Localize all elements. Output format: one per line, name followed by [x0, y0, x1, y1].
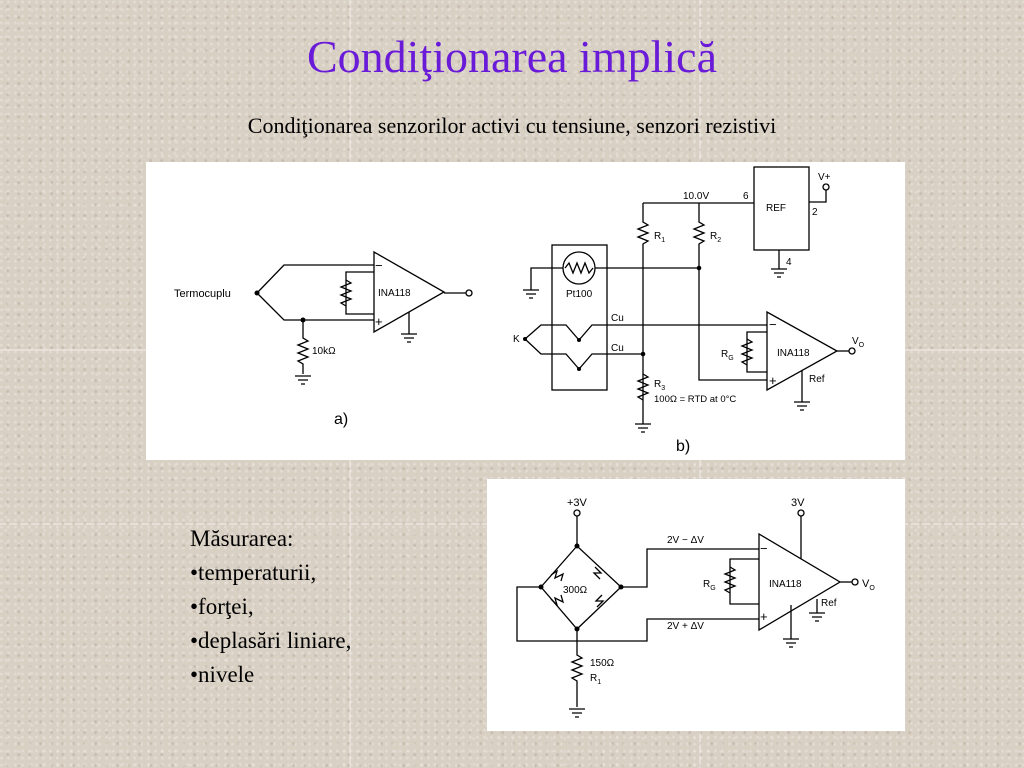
gain-resistor-c [723, 566, 737, 594]
vplus-wire [809, 190, 827, 203]
r1-value-label: 150Ω [590, 658, 615, 669]
amp-c-minus: − [760, 541, 768, 556]
slide-title: Condiţionarea implică [306, 31, 718, 82]
bridge-resistor-zigzags [550, 566, 605, 608]
vo-label-c: VO [862, 578, 875, 592]
thermocouple-wires [256, 264, 374, 321]
measurement-item: •forţei, [190, 594, 254, 619]
r1-label-c: R1 [590, 673, 601, 686]
pt100-ground-icon [523, 289, 539, 299]
ref-block [753, 166, 810, 251]
amp-a-label: INA118 [378, 288, 411, 299]
gain-resistor-b-wire [746, 331, 767, 373]
resistor-r3 [636, 373, 650, 401]
circuit-a: Termocuplu − + INA118 10kΩ a) [174, 250, 473, 428]
r1-ground-icon [569, 708, 585, 718]
pt100-box [551, 244, 608, 391]
resistor-10k-label: 10kΩ [312, 346, 336, 357]
amp-supply-label: 3V [791, 497, 805, 509]
output-a-terminal [465, 289, 473, 297]
measurement-heading: Măsurarea: [190, 526, 294, 551]
resistor-r1 [636, 203, 650, 424]
top-signal-label: 2V − ΔV [667, 535, 704, 546]
slide-subtitle: Condiţionarea senzorilor activi cu tensi… [247, 113, 777, 138]
vo-label-b: VO [852, 336, 865, 349]
amp-a-minus: − [375, 258, 383, 273]
ref-pin6: 6 [743, 191, 749, 202]
amp-b-label: INA118 [777, 348, 810, 359]
voltage-label: 10.0V [683, 191, 709, 202]
bridge-node-top [574, 543, 580, 549]
r3-label: R3 [654, 379, 665, 392]
pt100-ground-wire [530, 267, 563, 290]
circuit-diagram-ab: Termocuplu − + INA118 10kΩ a) 10.0V 6 [174, 166, 865, 455]
measurement-item: •temperaturii, [190, 560, 317, 585]
ina118-amp-c [758, 532, 842, 632]
amp-b-minus: − [769, 317, 777, 332]
vplus-label: V+ [818, 172, 831, 183]
bridge-right-wire [621, 548, 759, 588]
measurement-item: •deplasări liniare, [190, 628, 352, 653]
ref-pin-label-c: Ref [821, 598, 837, 609]
rg-label-b: RG [721, 349, 734, 362]
amp-b-ground-icon [794, 401, 810, 411]
r3-ground-icon [635, 423, 651, 433]
ref-pin-label-b: Ref [809, 374, 825, 385]
amp-c-ground-icon [783, 638, 799, 648]
cu-junction-2 [577, 367, 581, 371]
pt100-label: Pt100 [566, 289, 593, 300]
bridge-supply-label: +3V [567, 497, 588, 509]
ref-ground-icon [771, 268, 787, 278]
ref-c-ground-icon [809, 612, 825, 622]
circuit-panel-bridge: +3V 300Ω 2V − ΔV 2V + ΔV 150Ω R1 − + INA… [487, 479, 905, 731]
caption-b: b) [676, 438, 690, 455]
rtd-label: 100Ω = RTD at 0°C [654, 394, 736, 405]
bridge-resistor-label: 300Ω [563, 585, 588, 596]
r2-label: R2 [710, 231, 721, 244]
bridge-left-wire [516, 586, 759, 642]
ref-pin4: 4 [786, 257, 792, 268]
caption-a: a) [334, 411, 348, 428]
circuit-b: 10.0V 6 REF V+ 2 4 R1 R2 Pt100 [513, 166, 865, 455]
circuit-panel-ab: Termocuplu − + INA118 10kΩ a) 10.0V 6 [146, 162, 905, 460]
amp-b-plus: + [769, 373, 777, 388]
ref-pin2: 2 [812, 207, 818, 218]
measurement-list: Măsurarea: •temperaturii, •forţei, •depl… [190, 522, 351, 692]
gain-resistor-c-wire [729, 558, 759, 605]
k-label: K [513, 334, 520, 345]
gain-resistor-a-wire [345, 271, 374, 315]
gain-resistor-a [339, 279, 353, 307]
output-b-terminal [848, 347, 856, 355]
cu-label-2: Cu [611, 343, 624, 354]
amp-c-plus: + [760, 609, 768, 624]
bottom-signal-label: 2V + ΔV [667, 621, 704, 632]
r1-label: R1 [654, 231, 665, 244]
circuit-diagram-bridge: +3V 300Ω 2V − ΔV 2V + ΔV 150Ω R1 − + INA… [516, 497, 875, 718]
r3-node [640, 351, 646, 357]
resistor-r2 [692, 203, 767, 381]
measurement-item: •nivele [190, 662, 255, 687]
cu-junction-1 [577, 338, 581, 342]
bridge-supply-terminal [573, 509, 581, 517]
amp-c-label: INA118 [769, 579, 802, 590]
resistor-10k [296, 320, 310, 374]
thermocouple-k-wires [524, 324, 643, 370]
output-c-terminal [851, 578, 859, 586]
ref-label: REF [766, 203, 786, 214]
amp-a-ground-icon [401, 333, 417, 343]
gain-resistor-b [740, 338, 754, 366]
thermocouple-label: Termocuplu [174, 288, 231, 300]
resistor-a-ground-icon [295, 375, 311, 385]
cu-label-1: Cu [611, 313, 624, 324]
rg-label-c: RG [703, 579, 716, 592]
pt100-resistor-icon [564, 261, 594, 275]
resistor-r1-150 [570, 629, 584, 707]
vplus-terminal [822, 183, 830, 191]
amp-supply-terminal [797, 509, 805, 517]
amp-a-plus: + [375, 314, 383, 329]
